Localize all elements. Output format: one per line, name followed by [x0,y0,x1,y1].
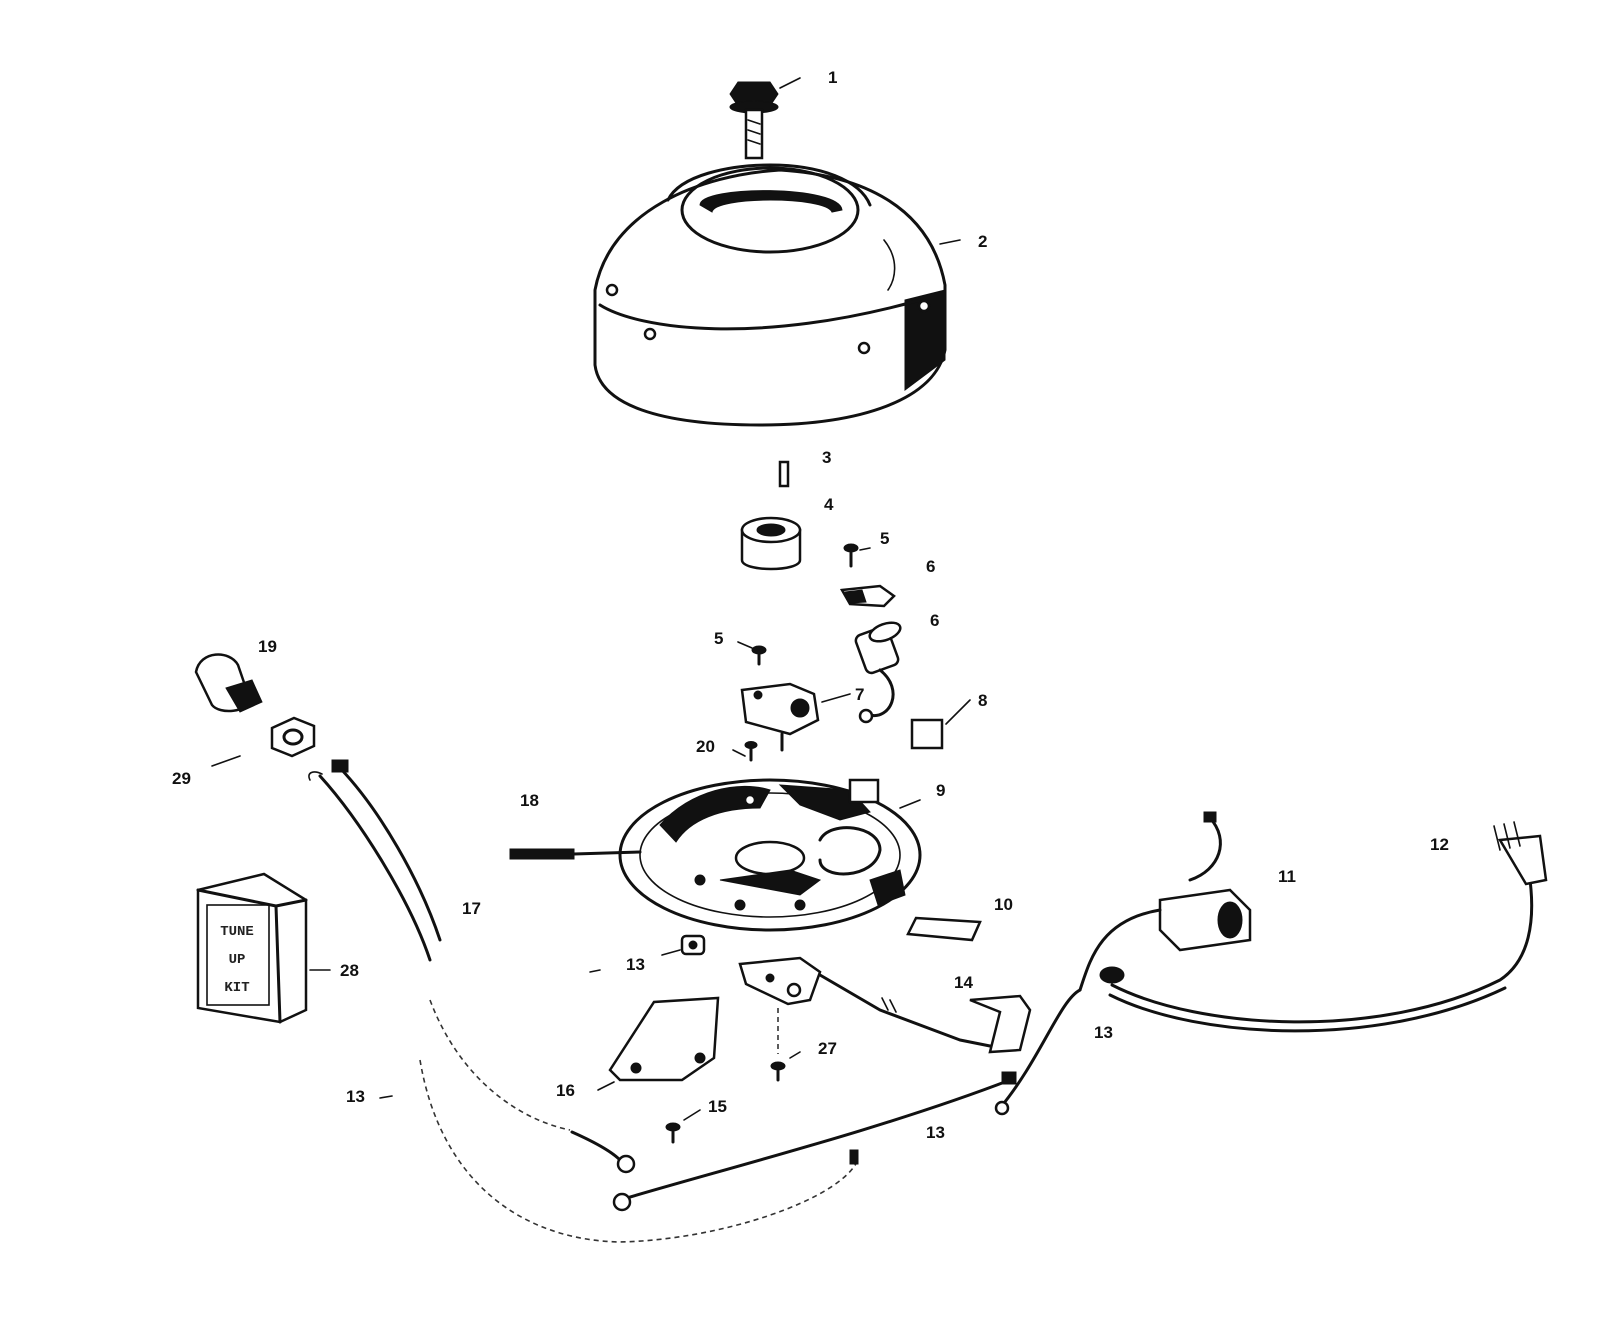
callout-11: 11 [1278,867,1296,886]
part-screw-15 [665,1122,681,1144]
part-ground-wires [419,988,1082,1243]
callout-17: 17 [462,899,481,918]
callout-13b: 13 [1094,1023,1113,1042]
part-plug-cap [194,653,263,713]
callout-10: 10 [994,895,1013,914]
part-screw-lower [751,645,767,666]
callout-27: 27 [818,1039,837,1058]
callout-29: 29 [172,769,191,788]
callout-14: 14 [954,973,973,992]
part-screw-upper [843,543,859,568]
callout-labels: 1 2 3 4 5 6 6 5 7 8 19 29 20 9 18 17 12 … [172,68,1449,1142]
callout-13d: 13 [926,1123,945,1142]
callout-13a: 13 [626,955,645,974]
callout-28: 28 [340,961,359,980]
part-spring-rod [509,848,642,860]
callout-4: 4 [824,495,834,514]
part-lead-wires [308,759,442,962]
callout-8: 8 [978,691,987,710]
part-clamp [839,584,896,608]
callout-6a: 6 [926,557,935,576]
part-tune-up-kit: TUNE UP KIT [196,872,331,1024]
part-throttle-lever [738,956,1032,1054]
callout-16: 16 [556,1081,575,1100]
part-bolt [729,77,801,160]
part-stator-plate [618,778,922,932]
part-screw-27 [770,1008,786,1082]
part-pad [906,916,982,942]
callout-2: 2 [978,232,987,251]
part-spark-plug-wire [1108,821,1548,1033]
part-cover-plate [608,996,720,1082]
callout-18: 18 [520,791,539,810]
callout-6b: 6 [930,611,939,630]
kit-label-line3: KIT [224,980,249,996]
callout-15: 15 [708,1097,727,1116]
callout-1: 1 [828,68,837,87]
part-screw-20 [732,741,758,762]
part-nut [211,716,316,767]
part-grommet [661,934,706,956]
callout-7: 7 [855,685,864,704]
leader-lines [379,547,971,1121]
callout-12: 12 [1430,835,1449,854]
part-flywheel [593,163,961,427]
part-condenser [854,621,902,724]
callout-5b: 5 [714,629,723,648]
part-collar [740,516,802,571]
callout-3: 3 [822,448,831,467]
part-felt-block [910,718,944,750]
callout-13c: 13 [346,1087,365,1106]
callout-9: 9 [936,781,945,800]
part-ignition-coil [1078,811,1252,992]
callout-5a: 5 [880,529,889,548]
kit-label-line1: TUNE [220,924,254,940]
callout-19: 19 [258,637,277,656]
callout-20: 20 [696,737,715,756]
part-breaker-points [740,682,820,752]
part-key [778,460,790,488]
kit-label-line2: UP [229,952,246,968]
